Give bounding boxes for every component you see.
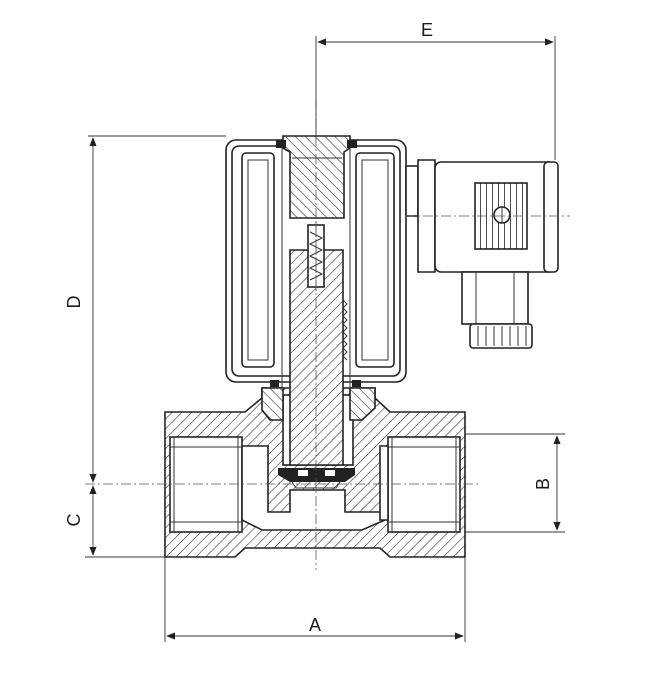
dimension-c-label: C xyxy=(64,514,84,527)
dimension-b: B xyxy=(465,433,565,533)
plug-nut xyxy=(276,135,357,219)
dimension-a-label: A xyxy=(309,615,321,635)
seal-disc xyxy=(278,468,355,489)
seal-rings xyxy=(261,380,376,421)
dimension-d: D xyxy=(64,135,226,483)
centerlines xyxy=(85,100,570,570)
plunger xyxy=(289,222,348,466)
dimension-a: A xyxy=(164,557,466,642)
dimension-d-label: D xyxy=(64,296,84,309)
dimension-b-label: B xyxy=(533,478,553,490)
electrical-connector xyxy=(405,159,559,349)
dimension-c: C xyxy=(64,485,165,558)
dimension-e-label: E xyxy=(421,20,433,40)
dimension-e: E xyxy=(315,20,556,160)
